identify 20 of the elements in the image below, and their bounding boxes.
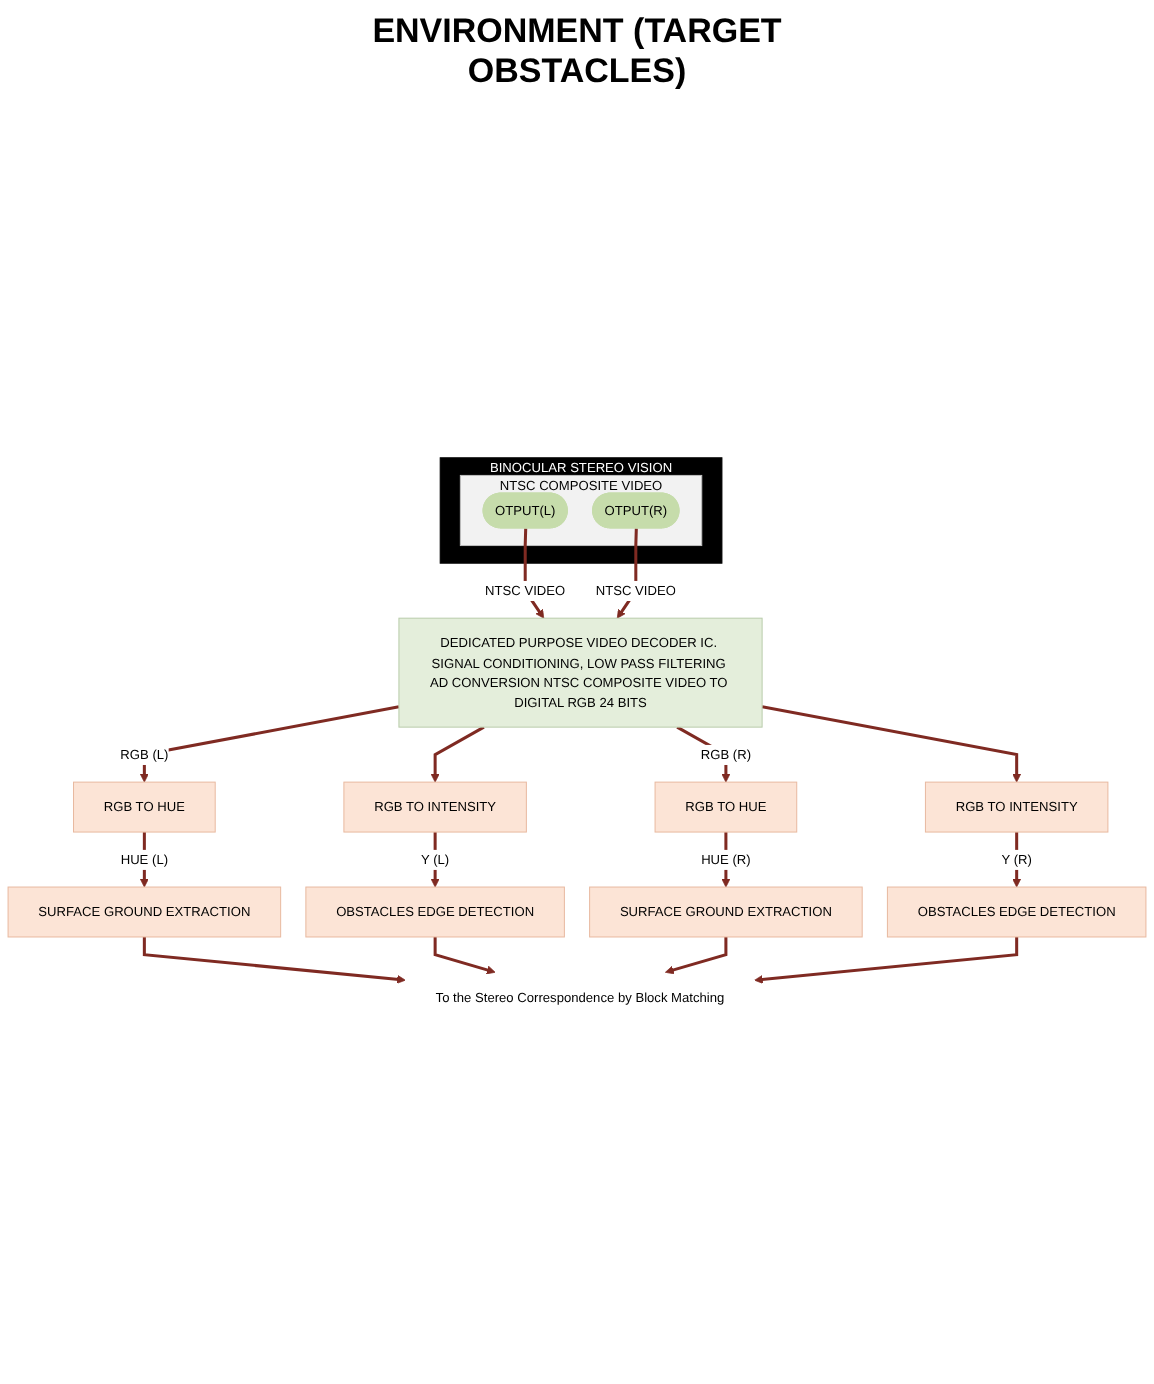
arrow	[665, 937, 728, 975]
node-box	[7, 886, 282, 938]
arrow	[139, 832, 149, 888]
arrow	[142, 937, 406, 984]
diagram-title: ENVIRONMENT (TARGET OBSTACLES)	[370, 12, 784, 92]
node-box	[589, 886, 863, 938]
arrow	[761, 705, 1022, 783]
node-box	[398, 617, 763, 728]
node-box	[654, 781, 798, 833]
node-box	[924, 781, 1109, 833]
arrow	[139, 705, 400, 783]
node-box	[305, 886, 565, 938]
arrow	[430, 725, 485, 783]
node-box	[73, 781, 216, 833]
node-box	[886, 886, 1147, 938]
cluster	[459, 474, 703, 547]
node-box	[343, 781, 527, 833]
cluster	[439, 457, 723, 564]
arrow	[754, 937, 1019, 984]
arrow	[433, 937, 496, 975]
